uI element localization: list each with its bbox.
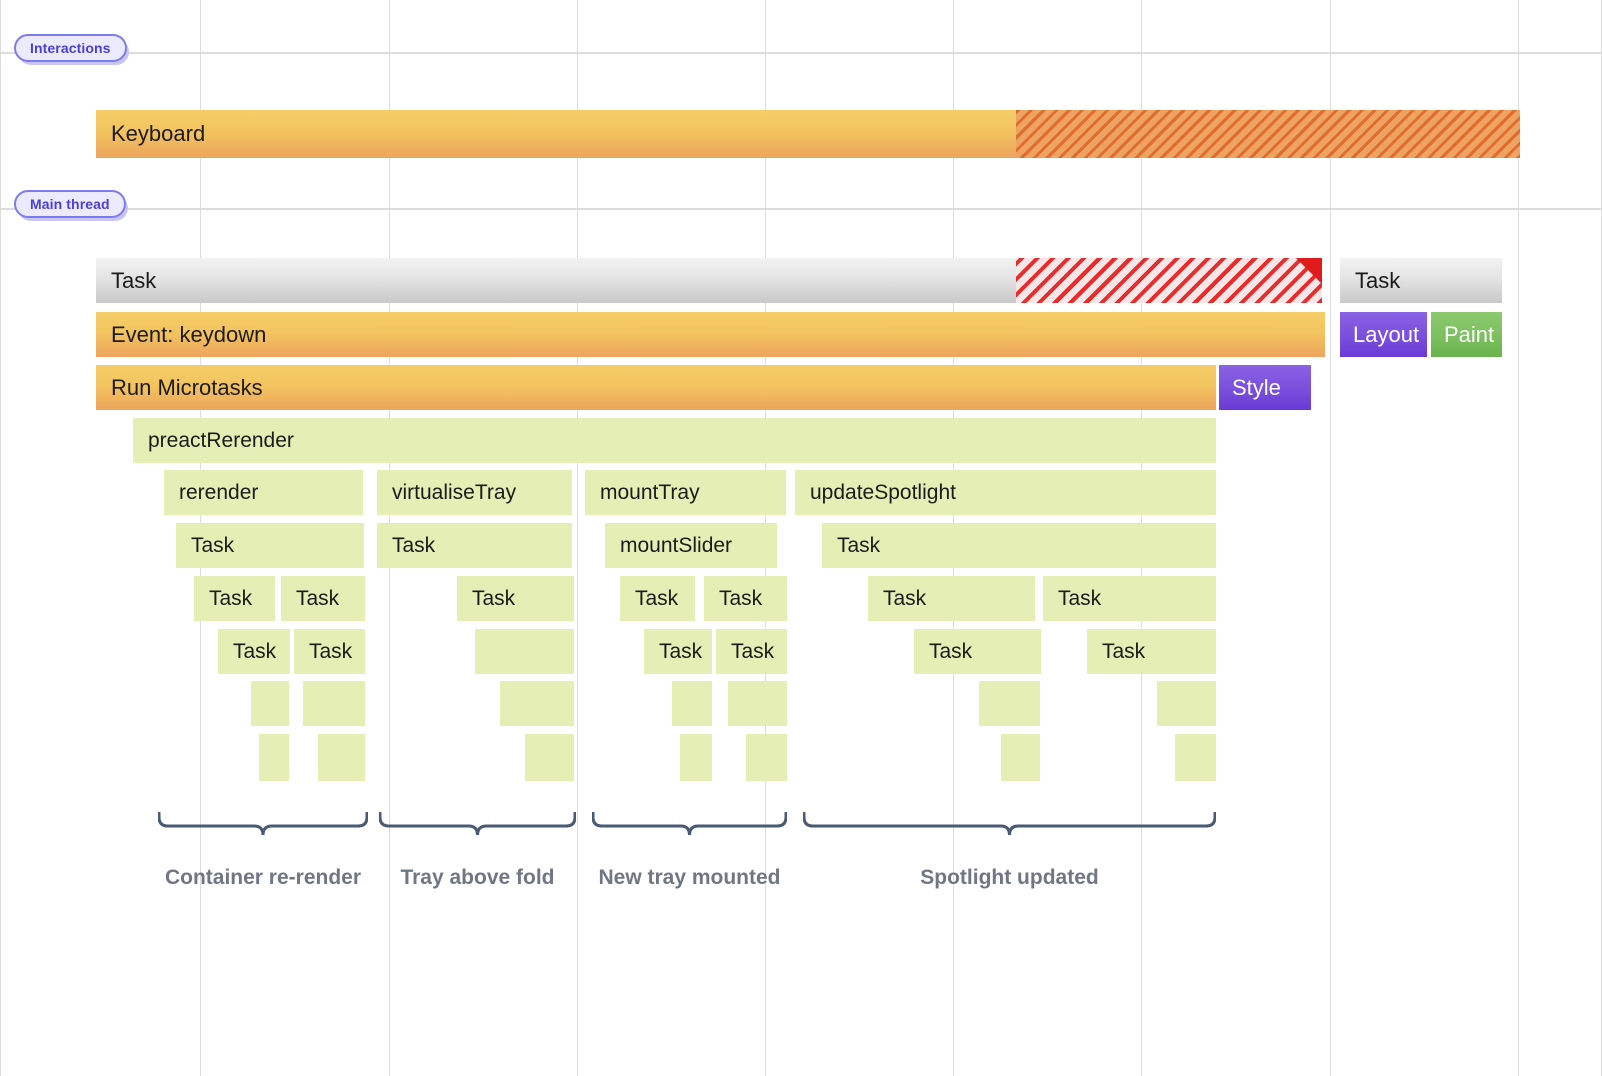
group-new-tray-mounted-label: New tray mounted — [598, 866, 781, 889]
task-block[interactable] — [303, 681, 365, 726]
bar-label: Layout — [1353, 321, 1420, 347]
group-new-tray-mounted-brace — [592, 812, 787, 840]
track-separator — [0, 208, 1602, 210]
bar-label: Event: keydown — [111, 321, 267, 347]
mount-slider-bar[interactable]: mountSlider — [605, 523, 777, 568]
bar-label: Task — [929, 639, 973, 663]
track-pill-label: Interactions — [30, 40, 111, 56]
task-block[interactable]: Task — [644, 629, 712, 674]
bar-label: Task — [209, 586, 253, 610]
bar-label: Task — [659, 639, 703, 663]
bar-label: Task — [837, 533, 881, 557]
task-block[interactable]: Task — [176, 523, 364, 568]
mount-tray-bar[interactable]: mountTray — [585, 470, 786, 515]
paint-bar[interactable]: Paint — [1431, 312, 1502, 357]
bar-label: updateSpotlight — [810, 480, 956, 504]
bar-label: Task — [111, 267, 157, 293]
task-block[interactable]: Task — [822, 523, 1216, 568]
bar-label: Task — [1058, 586, 1102, 610]
task-block[interactable] — [1157, 681, 1216, 726]
task-block[interactable]: Task — [218, 629, 290, 674]
track-separator — [0, 52, 1602, 54]
bar-label: Style — [1232, 374, 1281, 400]
layout-bar[interactable]: Layout — [1340, 312, 1427, 357]
gridline-vertical — [1330, 0, 1331, 1076]
task-block[interactable]: Task — [1043, 576, 1216, 621]
rerender-bar[interactable]: rerender — [164, 470, 363, 515]
track-pill-main-thread[interactable]: Main thread — [14, 190, 126, 218]
gridline-vertical — [577, 0, 578, 1076]
bar-label: mountSlider — [620, 533, 733, 557]
virtualise-tray-bar[interactable]: virtualiseTray — [377, 470, 572, 515]
update-spotlight-bar[interactable]: updateSpotlight — [795, 470, 1216, 515]
long-task-corner-marker-icon — [1296, 258, 1322, 284]
task-block[interactable] — [1001, 734, 1040, 781]
task-bar-right[interactable]: Task — [1340, 258, 1502, 303]
group-spotlight-updated-label: Spotlight updated — [920, 866, 1099, 889]
gridline-vertical — [0, 0, 1, 1076]
run-microtasks-bar[interactable]: Run Microtasks — [96, 365, 1216, 410]
bar-label: Task — [472, 586, 516, 610]
bar-label: Task — [731, 639, 775, 663]
bar-label: mountTray — [600, 480, 700, 504]
group-tray-above-fold-label: Tray above fold — [400, 866, 555, 889]
task-block[interactable] — [680, 734, 712, 781]
task-block[interactable] — [672, 681, 712, 726]
bar-label: Task — [635, 586, 679, 610]
group-spotlight-updated-brace — [803, 812, 1216, 840]
bar-label: Task — [191, 533, 235, 557]
task-block[interactable]: Task — [281, 576, 365, 621]
bar-label: Keyboard — [111, 121, 206, 146]
task-block[interactable] — [1175, 734, 1216, 781]
task-block[interactable]: Task — [377, 523, 572, 568]
task-block[interactable] — [728, 681, 787, 726]
task-block[interactable] — [500, 681, 574, 726]
gridline-vertical — [1518, 0, 1519, 1076]
style-bar[interactable]: Style — [1219, 365, 1311, 410]
task-block[interactable]: Task — [914, 629, 1041, 674]
keyboard-bar-overrun-hatch — [1016, 110, 1520, 158]
bar-label: virtualiseTray — [392, 480, 517, 504]
bar-label: Task — [392, 533, 436, 557]
track-pill-label: Main thread — [30, 196, 110, 212]
group-container-rerender-label: Container re-render — [164, 866, 362, 889]
preact-rerender-bar[interactable]: preactRerender — [133, 418, 1216, 463]
bar-label: Run Microtasks — [111, 374, 263, 400]
bar-label: Paint — [1444, 321, 1495, 347]
bar-label: Task — [296, 586, 340, 610]
bar-label: Task — [719, 586, 763, 610]
task-block[interactable] — [475, 629, 574, 674]
bar-label: Task — [1102, 639, 1146, 663]
bar-label: Task — [1355, 267, 1401, 293]
task-block[interactable]: Task — [294, 629, 365, 674]
bar-label: Task — [309, 639, 353, 663]
task-block[interactable]: Task — [868, 576, 1035, 621]
bar-label: preactRerender — [148, 428, 294, 452]
task-block[interactable]: Task — [457, 576, 574, 621]
bar-label: rerender — [179, 480, 259, 504]
group-tray-above-fold-brace — [379, 812, 576, 840]
task-block[interactable] — [525, 734, 574, 781]
bar-label: Task — [233, 639, 277, 663]
task-block[interactable]: Task — [704, 576, 787, 621]
task-block[interactable] — [259, 734, 289, 781]
task-block[interactable] — [251, 681, 289, 726]
bar-label: Task — [883, 586, 927, 610]
event-keydown-bar[interactable]: Event: keydown — [96, 312, 1325, 357]
task-block[interactable]: Task — [1087, 629, 1216, 674]
track-pill-interactions[interactable]: Interactions — [14, 34, 127, 62]
task-block[interactable]: Task — [716, 629, 787, 674]
long-task-warning-hatch — [1016, 258, 1322, 303]
task-block[interactable] — [746, 734, 787, 781]
group-container-rerender-brace — [158, 812, 368, 840]
task-block[interactable]: Task — [620, 576, 695, 621]
task-block[interactable] — [979, 681, 1040, 726]
task-block[interactable] — [318, 734, 365, 781]
task-block[interactable]: Task — [194, 576, 275, 621]
